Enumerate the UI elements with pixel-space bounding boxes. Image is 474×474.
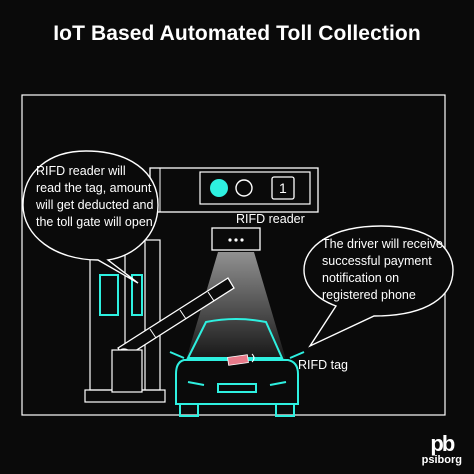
signal-gantry: [149, 167, 319, 213]
rfid-beam: [186, 252, 286, 360]
signal-number: 1: [279, 180, 287, 196]
left-bubble-line: read the tag, amount: [36, 181, 152, 195]
left-bubble-shape: [22, 150, 159, 284]
car: [169, 318, 305, 417]
rfid-tag-icon: [227, 353, 255, 366]
off-light-icon: [235, 179, 253, 197]
toll-barrier: [111, 277, 235, 393]
right-bubble-shape: [303, 225, 454, 348]
green-light-icon: [210, 179, 228, 197]
left-bubble-line: RIFD reader will: [36, 164, 126, 178]
left-bubble-line: will get deducted and: [36, 198, 154, 212]
rfid-reader-label: RIFD reader: [236, 212, 305, 226]
left-bubble-line: the toll gate will open: [36, 215, 153, 229]
left-bubble-text: RIFD reader will read the tag, amount wi…: [36, 163, 166, 231]
diagram-title: IoT Based Automated Toll Collection: [53, 22, 421, 45]
right-bubble-line: successful payment: [322, 254, 432, 268]
rfid-tag-label: RIFD tag: [298, 358, 349, 372]
logo-text: psiborg: [421, 454, 462, 466]
rfid-reader: [211, 227, 261, 251]
right-bubble-line: registered phone: [322, 288, 416, 302]
right-bubble-text: The driver will receive successful payme…: [322, 236, 462, 304]
psiborg-logo: pb psiborg: [421, 431, 462, 467]
logo-mark: pb: [430, 431, 455, 456]
right-bubble-line: The driver will receive: [322, 237, 443, 251]
right-bubble-line: notification on: [322, 271, 400, 285]
